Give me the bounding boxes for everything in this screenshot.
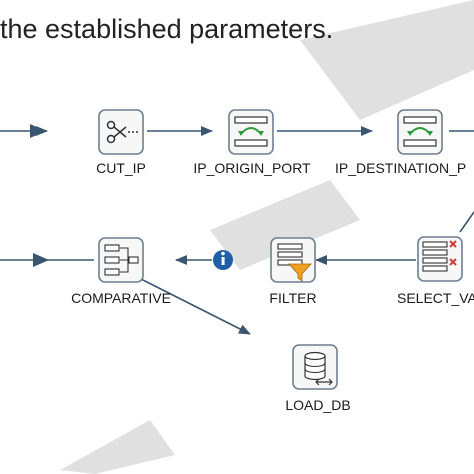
step-label-load-db: LOAD_DB (285, 397, 350, 413)
step-filter[interactable]: FILTER (269, 237, 317, 306)
arrowhead-row1-left (30, 124, 46, 138)
step-label-select-values: SELECT_VA (397, 290, 474, 306)
step-load-db[interactable]: LOAD_DB (285, 344, 351, 413)
step-label-filter: FILTER (269, 290, 316, 306)
step-label-cut-ip: CUT_IP (96, 160, 146, 176)
info-icon[interactable] (213, 250, 233, 270)
step-cut-ip[interactable]: CUT_IP (96, 109, 146, 176)
step-ip-origin-port[interactable]: IP_ORIGIN_PORT (193, 109, 311, 176)
step-ip-destination-port[interactable]: IP_DESTINATION_P (335, 109, 466, 176)
hop-lines (0, 126, 474, 335)
map-arrows-icon (234, 116, 268, 147)
step-label-comparative: COMPARATIVE (71, 290, 171, 306)
map-arrows-icon (403, 116, 437, 147)
step-select-values[interactable]: SELECT_VA (397, 236, 474, 306)
arrowhead-row2-left (33, 253, 49, 267)
select-values-icon (422, 240, 457, 272)
step-comparative[interactable]: COMPARATIVE (71, 237, 171, 306)
step-label-ip-destination-port: IP_DESTINATION_P (335, 160, 466, 176)
hop-select-values-up[interactable] (459, 211, 474, 233)
database-icon (304, 351, 333, 386)
scissors-icon (106, 120, 138, 144)
merge-icon (104, 244, 139, 276)
hop-comparative-to-load-db[interactable] (134, 275, 251, 335)
caption-text: the established parameters. (0, 14, 334, 44)
step-label-ip-origin-port: IP_ORIGIN_PORT (193, 160, 311, 176)
watermark (60, 0, 474, 474)
filter-icon (277, 243, 312, 282)
